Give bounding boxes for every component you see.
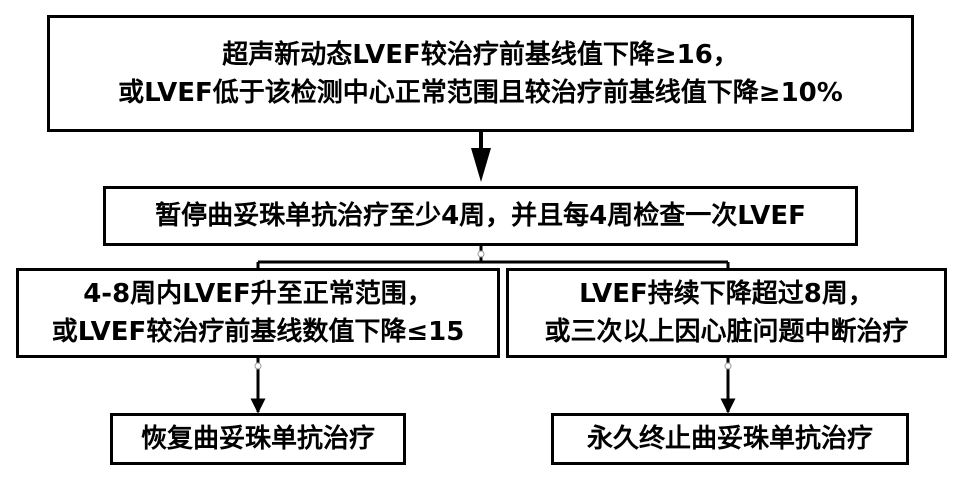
node-recovered-line1: 4-8周内LVEF升至正常范围， xyxy=(83,279,433,309)
node-resume: 恢复曲妥珠单抗治疗 xyxy=(110,413,406,465)
node-persistent-line2: 或三次以上因心脏问题中断治疗 xyxy=(544,317,909,347)
node-recovered: 4-8周内LVEF升至正常范围， 或LVEF较治疗前基线数值下降≤15 xyxy=(16,268,500,358)
node-stop: 永久终止曲妥珠单抗治疗 xyxy=(551,413,909,465)
node-criteria-line1: 超声新动态LVEF较治疗前基线值下降≥16， xyxy=(222,39,739,70)
node-recovered-line2: 或LVEF较治疗前基线数值下降≤15 xyxy=(51,317,465,347)
node-resume-line1: 恢复曲妥珠单抗治疗 xyxy=(140,424,375,454)
node-persistent-line1: LVEF持续下降超过8周， xyxy=(579,279,874,309)
node-criteria-line2: 或LVEF低于该检测中心正常范围且较治疗前基线值下降≥10% xyxy=(118,77,843,108)
connector-dot-recovered xyxy=(254,362,262,370)
node-criteria: 超声新动态LVEF较治疗前基线值下降≥16， 或LVEF低于该检测中心正常范围且… xyxy=(47,15,914,132)
node-persistent: LVEF持续下降超过8周， 或三次以上因心脏问题中断治疗 xyxy=(506,268,947,358)
connector-dot-pause xyxy=(477,250,485,258)
node-pause: 暂停曲妥珠单抗治疗至少4周，并且每4周检查一次LVEF xyxy=(103,186,858,246)
node-stop-line1: 永久终止曲妥珠单抗治疗 xyxy=(586,424,873,454)
connector-dot-persistent xyxy=(724,362,732,370)
arrowhead-criteria-to-pause xyxy=(471,148,491,182)
node-pause-line1: 暂停曲妥珠单抗治疗至少4周，并且每4周检查一次LVEF xyxy=(155,201,806,231)
